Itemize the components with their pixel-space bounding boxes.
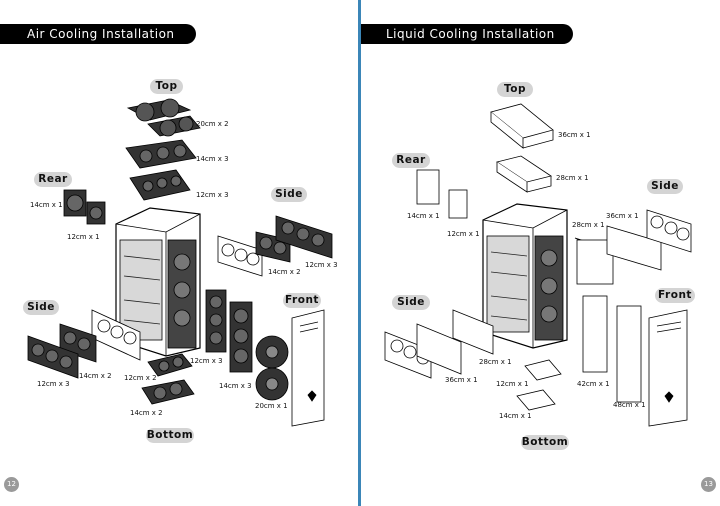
label-side-l-28: 28cm x 1 [479,358,512,366]
page-number: 13 [701,477,716,492]
tag-bottom: Bottom [146,428,194,443]
label-bottom-14: 14cm x 1 [499,412,532,420]
tag-side-right: Side [271,187,307,202]
label-bottom-12: 12cm x 1 [496,380,529,388]
page-divider [358,0,361,506]
pc-case [482,203,568,349]
front-panel [648,309,688,427]
tag-top: Top [150,79,183,94]
label-inner-12: 12cm x 3 [190,357,223,365]
rear-radiators [416,169,468,219]
inner-front-fans [205,289,253,373]
label-bottom-14: 14cm x 2 [130,409,163,417]
label-side-r-28: 28cm x 1 [572,221,605,229]
liquid-cooling-diagram [384,103,692,427]
air-cooling-page: Air Cooling Installation [0,0,359,506]
top-14cm-fans [125,139,197,169]
label-rear-12: 12cm x 1 [67,233,100,241]
side-panel-right [217,215,333,277]
tag-front: Front [655,288,695,303]
top-20cm-fans [126,98,201,137]
pumps [516,359,562,411]
label-side-l-12: 12cm x 3 [37,380,70,388]
label-front-42: 42cm x 1 [577,380,610,388]
front-20cm-fans [255,335,289,401]
top-28cm-radiator [496,155,552,193]
label-side-r-12: 12cm x 3 [305,261,338,269]
tag-side-right: Side [647,179,683,194]
label-front-20: 20cm x 1 [255,402,288,410]
bottom-fans [141,353,195,405]
label-front-48: 48cm x 1 [613,401,646,409]
label-rear-12: 12cm x 1 [447,230,480,238]
tag-top: Top [497,82,533,97]
label-rear-14: 14cm x 1 [30,201,63,209]
label-inner-14: 14cm x 3 [219,382,252,390]
label-bottom-12: 12cm x 2 [124,374,157,382]
top-36cm-radiator [490,103,554,149]
front-panel [291,309,325,427]
label-side-r-36: 36cm x 1 [606,212,639,220]
page-title: Air Cooling Installation [27,27,175,41]
air-cooling-diagram [27,98,333,427]
rear-fans [63,189,106,225]
tag-rear: Rear [392,153,430,168]
label-side-l-14: 14cm x 2 [79,372,112,380]
tag-side-left: Side [23,300,59,315]
label-top-12: 12cm x 3 [196,191,229,199]
page-number: 12 [4,477,19,492]
page-title: Liquid Cooling Installation [386,27,555,41]
tag-side-left: Side [392,295,430,310]
label-side-r-14: 14cm x 2 [268,268,301,276]
label-top-20: 20cm x 2 [196,120,229,128]
tag-front: Front [283,293,321,308]
tag-bottom: Bottom [521,435,569,450]
top-12cm-fans [129,169,191,201]
front-radiators [582,295,642,403]
side-radiators-left [384,309,494,379]
pc-case [115,207,201,357]
label-top-14: 14cm x 3 [196,155,229,163]
label-rear-14: 14cm x 1 [407,212,440,220]
label-top-28: 28cm x 1 [556,174,589,182]
tag-rear: Rear [34,172,72,187]
label-side-l-36: 36cm x 1 [445,376,478,384]
side-radiators-right [574,209,692,285]
liquid-cooling-page: Liquid Cooling Installation [361,0,720,506]
section-header: Air Cooling Installation [0,24,196,44]
side-panel-left [27,309,141,379]
label-top-36: 36cm x 1 [558,131,591,139]
section-header: Liquid Cooling Installation [361,24,573,44]
